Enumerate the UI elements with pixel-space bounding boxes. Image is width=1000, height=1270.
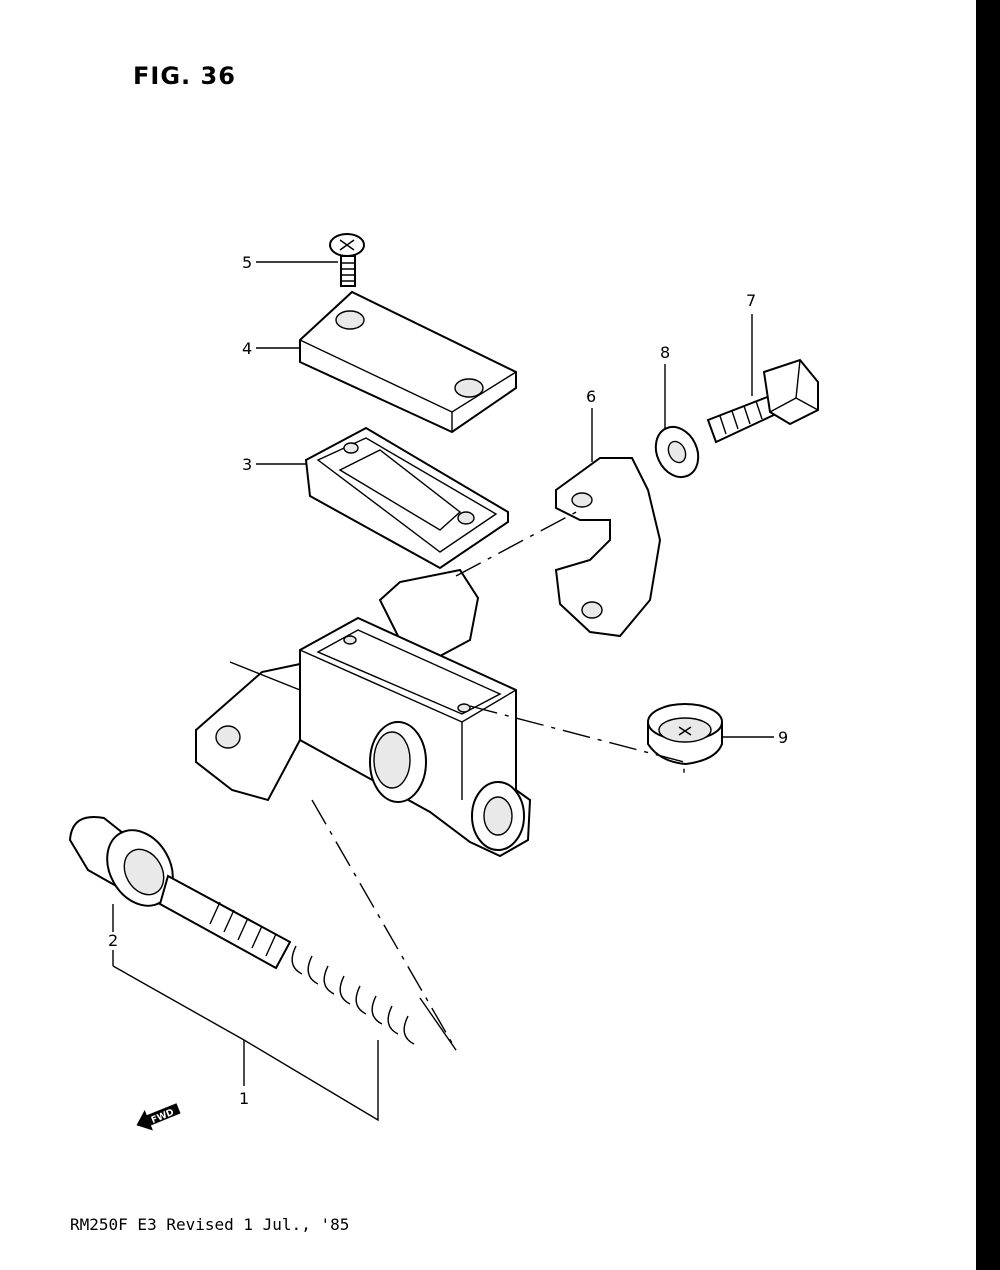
callout-7: 7 bbox=[746, 291, 756, 310]
alignment-lines bbox=[229, 509, 685, 1051]
callout-8: 8 bbox=[660, 343, 670, 362]
part-master-cylinder-body bbox=[195, 568, 532, 858]
part-diaphragm bbox=[304, 426, 509, 570]
part-washer bbox=[654, 425, 700, 479]
figure-title: FIG. 36 bbox=[133, 62, 236, 90]
callout-1: 1 bbox=[239, 1089, 249, 1108]
callout-4: 4 bbox=[242, 339, 252, 358]
part-screw bbox=[329, 233, 365, 287]
callout-leaders bbox=[112, 261, 774, 1122]
footer-revision: RM250F E3 Revised 1 Jul., '85 bbox=[70, 1215, 350, 1234]
part-reservoir-cap bbox=[299, 290, 517, 434]
callout-6: 6 bbox=[586, 387, 596, 406]
callout-3: 3 bbox=[242, 455, 252, 474]
fwd-label: FWD bbox=[150, 1108, 176, 1126]
callout-2: 2 bbox=[108, 931, 118, 950]
callout-9: 9 bbox=[778, 728, 788, 747]
part-clamp bbox=[554, 457, 662, 638]
callout-5: 5 bbox=[242, 253, 252, 272]
part-piston-assembly bbox=[68, 816, 415, 1045]
part-bolt bbox=[706, 358, 819, 444]
part-boot bbox=[647, 703, 723, 766]
page-edge-bar bbox=[976, 0, 1000, 1270]
fwd-arrow-icon: FWD bbox=[136, 1103, 181, 1131]
